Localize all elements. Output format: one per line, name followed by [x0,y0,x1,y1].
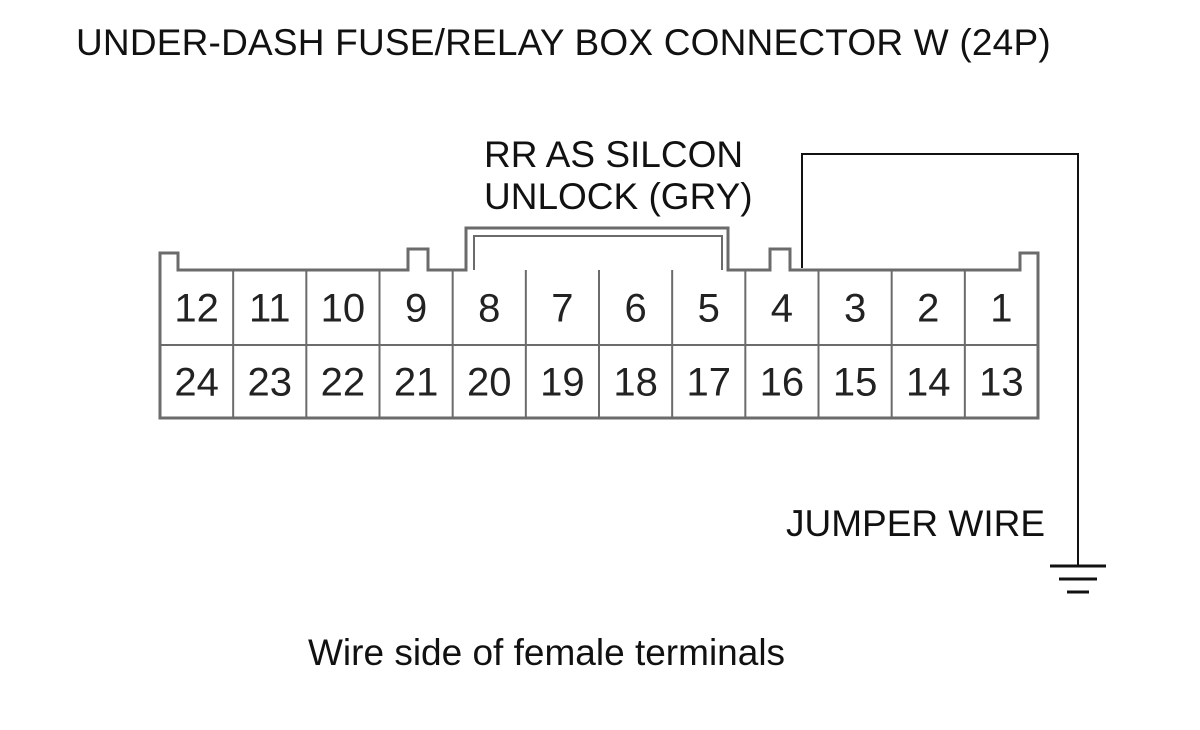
jumper-wire-label: JUMPER WIRE [786,503,1045,544]
terminal-24: 24 [174,361,219,405]
terminal-15: 15 [833,361,878,405]
terminal-11: 11 [249,287,291,331]
terminal-23: 23 [248,361,293,405]
terminal-22: 22 [321,361,366,405]
callout-line-1: RR AS SILCON [484,134,744,175]
terminal-9: 9 [405,287,427,331]
terminal-16: 16 [760,361,805,405]
terminal-1: 1 [990,287,1012,331]
callout-bracket [473,235,723,270]
diagram-caption: Wire side of female terminals [308,632,786,673]
terminal-4: 4 [771,287,793,331]
terminal-13: 13 [979,361,1024,405]
terminal-8: 8 [478,287,500,331]
diagram-title: UNDER-DASH FUSE/RELAY BOX CONNECTOR W (2… [76,22,1051,63]
connector-housing [158,226,1040,420]
terminal-12: 12 [174,287,219,331]
callout-label: RR AS SILCON UNLOCK (GRY) [484,134,753,218]
terminal-20: 20 [467,361,512,405]
jumper-wire [801,153,1079,566]
terminal-19: 19 [540,361,585,405]
terminal-7: 7 [551,287,573,331]
callout-line-2: UNLOCK (GRY) [484,176,753,217]
terminal-5: 5 [698,287,720,331]
terminal-14: 14 [906,361,951,405]
terminal-17: 17 [687,361,732,405]
terminal-18: 18 [613,361,658,405]
terminal-3: 3 [844,287,866,331]
terminal-2: 2 [917,287,939,331]
ground-symbol-icon [1050,564,1106,594]
terminal-10: 10 [321,287,366,331]
terminal-21: 21 [394,361,439,405]
terminal-6: 6 [624,287,646,331]
